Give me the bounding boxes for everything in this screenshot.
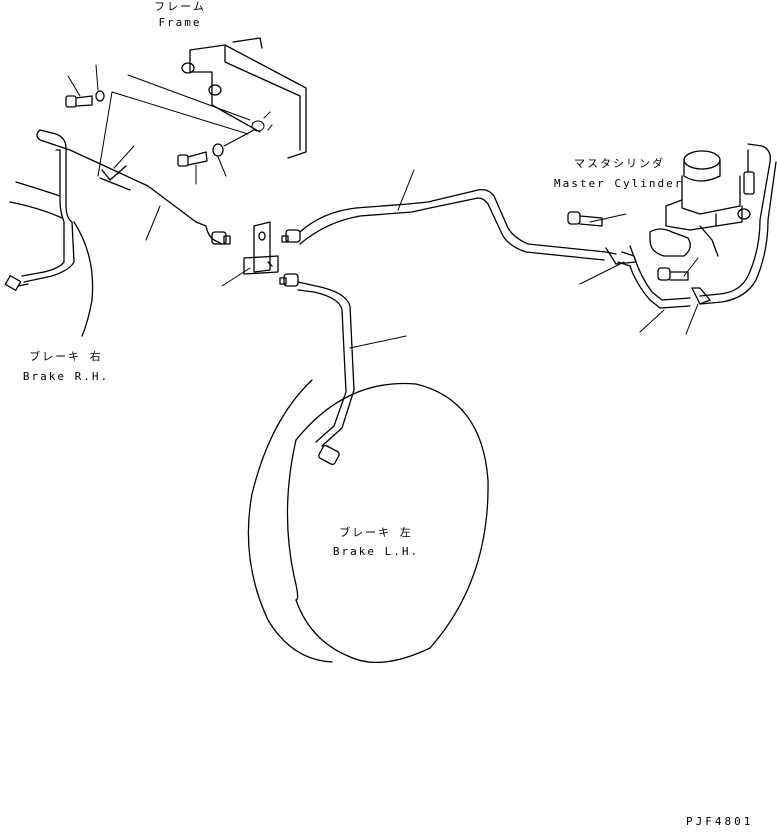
master-cylinder-label-en: Master Cylinder	[554, 177, 684, 190]
frame-label-en: Frame	[158, 16, 202, 29]
brake-rh-pipe	[4, 129, 197, 291]
drawing-code: PJF4801	[686, 815, 754, 828]
brake-rh-label-en: Brake R.H.	[22, 370, 110, 383]
leader-line	[639, 309, 665, 333]
leader-line	[97, 91, 113, 177]
master-cylinder	[649, 149, 755, 257]
brake-rh-drum	[9, 181, 94, 337]
leader-line	[113, 145, 135, 169]
leader-line	[111, 91, 249, 135]
leader-line	[349, 335, 407, 349]
leader-line	[221, 267, 251, 287]
leader-line	[685, 303, 699, 335]
master-cylinder-pipe	[299, 143, 777, 309]
junction-bracket	[195, 221, 301, 287]
brake-lh-label-en: Brake L.H.	[332, 545, 420, 558]
leader-line	[397, 169, 415, 211]
leader-line	[579, 261, 625, 285]
frame-bracket	[181, 37, 307, 159]
master-cylinder-label-jp: マスタシリンダ	[574, 157, 665, 170]
brake-lh-label-jp: ブレーキ 左	[339, 526, 413, 539]
frame-bolt-upper	[65, 64, 105, 108]
brake-rh-label-jp: ブレーキ 右	[29, 350, 103, 363]
brake-lh-drum	[247, 379, 489, 664]
leader-line	[127, 74, 251, 121]
master-cylinder-bolt-upper	[567, 211, 627, 227]
frame-bolt-lower	[177, 129, 255, 185]
leader-line	[145, 205, 161, 241]
frame-label-jp: フレーム	[154, 0, 206, 13]
master-cylinder-bolt-lower	[657, 257, 699, 281]
brake-lh-pipe	[297, 281, 355, 465]
